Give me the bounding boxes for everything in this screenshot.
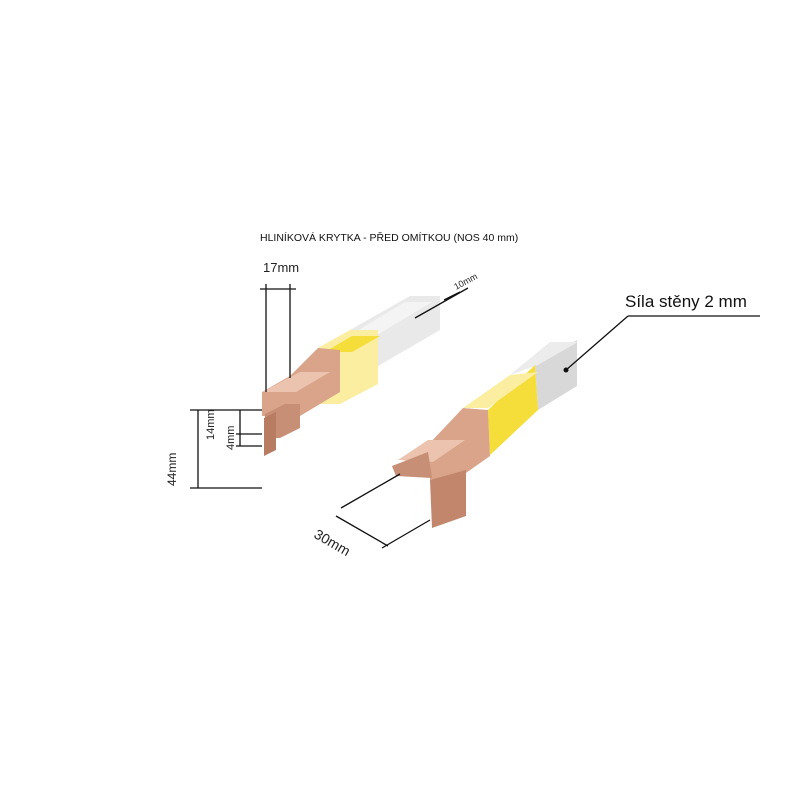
dim-height-upper-label: 14mm bbox=[205, 409, 217, 440]
wall-thickness-label: Síla stěny 2 mm bbox=[625, 292, 747, 311]
right-profile-yellow-segment bbox=[488, 365, 538, 455]
left-profile bbox=[262, 296, 440, 456]
left-profile-copper-drip bbox=[264, 412, 276, 456]
right-profile-grey-segment bbox=[535, 340, 577, 410]
right-dimension-lines bbox=[335, 315, 760, 549]
left-dimension-lines bbox=[190, 284, 469, 489]
left-profile-grey-top bbox=[345, 302, 432, 338]
left-profile-copper-top bbox=[262, 372, 330, 392]
left-profile-yellow-top bbox=[325, 336, 380, 352]
diagram-title: HLINÍKOVÁ KRYTKA - PŘED OMÍTKOU (NOS 40 … bbox=[260, 231, 518, 244]
dim-height-lower-label: 4mm bbox=[225, 426, 237, 450]
right-profile-copper-top bbox=[398, 440, 465, 462]
right-profile-grey-top bbox=[510, 342, 578, 375]
dim-height-total-label: 44mm bbox=[165, 453, 179, 486]
right-profile-yellow-top bbox=[463, 372, 538, 408]
right-profile-copper-flange bbox=[430, 470, 466, 528]
depth-label: 30mm bbox=[312, 526, 354, 559]
dim-width-top-label: 17mm bbox=[263, 260, 299, 275]
wall-thickness-marker bbox=[563, 367, 569, 373]
right-profile bbox=[392, 340, 578, 528]
right-profile-copper-lip bbox=[392, 452, 432, 478]
